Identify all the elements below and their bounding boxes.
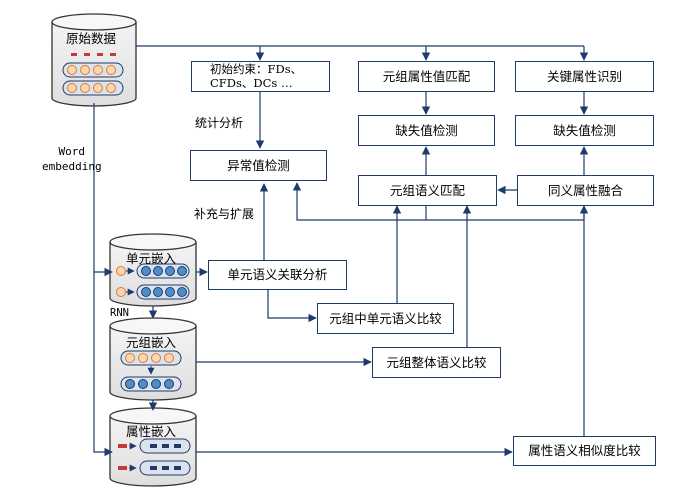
missing-value-detect-right-box: 缺失值检测 [515,115,654,146]
attribute-embedding-title: 属性嵌入 [126,424,177,439]
tuple-whole-compare-box: 元组整体语义比较 [372,347,501,378]
edge-spine [93,103,113,457]
tuple-attr-match-box: 元组属性值匹配 [358,61,495,92]
rnn-label: RNN [110,307,129,319]
tuple-embedding-title: 元组嵌入 [126,335,177,350]
tuple-embedding-db [109,317,197,401]
stat-analysis-label: 统计分析 [195,116,244,130]
attribute-embedding-db [109,407,197,487]
outlier-detect-box: 异常值检测 [190,150,327,181]
raw-data-title: 原始数据 [66,31,117,46]
missing-value-detect-left-box: 缺失值检测 [358,115,495,146]
edge-analysis-to-cellcmp [267,290,317,323]
raw-data-db [51,13,137,107]
cell-in-tuple-compare-box: 元组中单元语义比较 [317,303,454,334]
cell-embedding-db [109,233,197,307]
synonym-attr-fusion-box: 同义属性融合 [517,175,654,206]
cell-embedding-title: 单元嵌入 [126,251,177,266]
tuple-semantic-match-box: 元组语义匹配 [358,175,497,206]
word-embedding-label: Word embedding [42,145,102,173]
key-attr-identify-box: 关键属性识别 [515,61,654,92]
cell-semantic-analysis-box: 单元语义关联分析 [208,260,347,290]
attr-similarity-compare-box: 属性语义相似度比较 [513,436,656,466]
initial-constraints-box: 初始约束：FDs、 CFDs、DCs … [191,61,330,92]
supplement-expand-label: 补充与扩展 [194,207,255,221]
